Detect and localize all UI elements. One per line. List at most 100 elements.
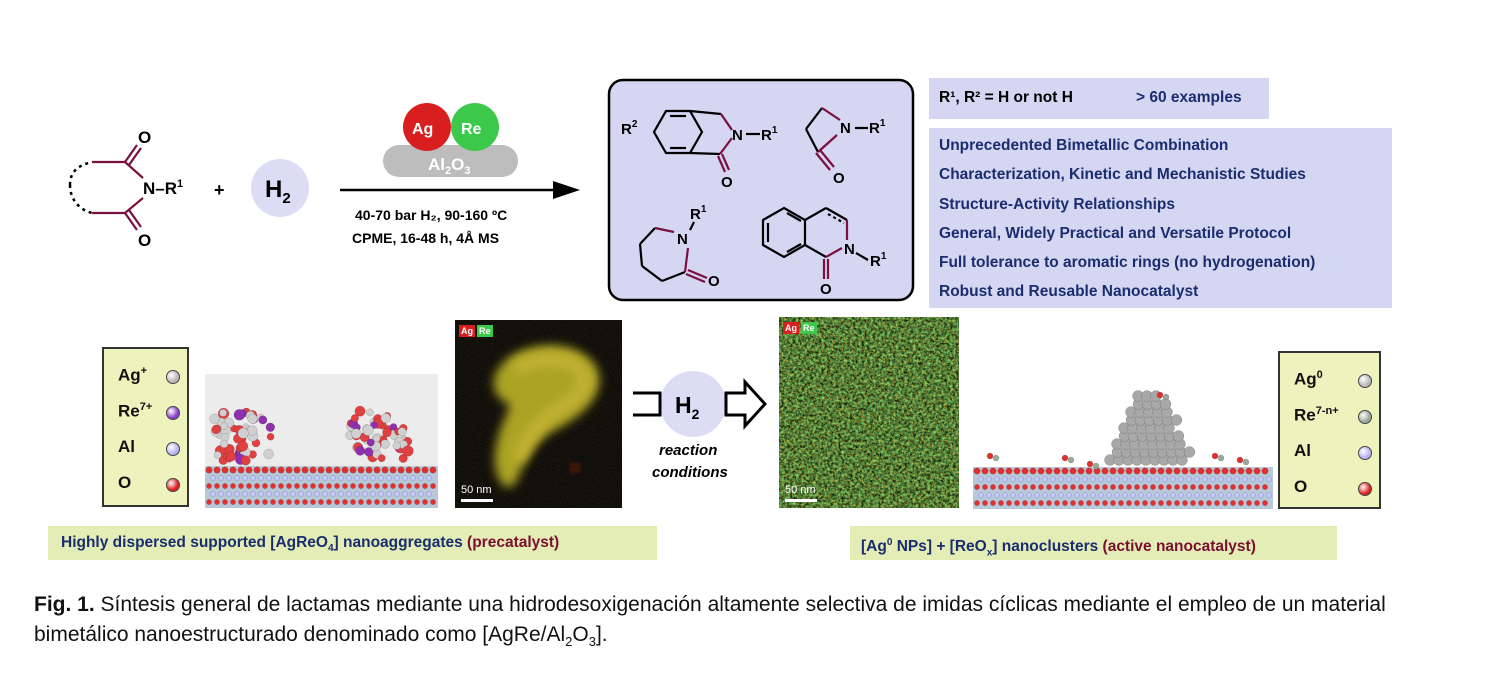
reactant-imide: [68, 144, 144, 231]
surface-atom: [1034, 492, 1040, 498]
surface-atom: [1022, 484, 1028, 490]
product-piperidinone: [638, 221, 708, 284]
product1-n: N: [732, 127, 743, 144]
surface-atom: [341, 466, 349, 474]
legend-item-ag: Ag0: [1280, 365, 1379, 395]
surface-atom: [997, 467, 1005, 475]
surface-atom: [1062, 500, 1068, 506]
surface-atom: [1190, 484, 1196, 490]
surface-atom: [373, 466, 381, 474]
surface-atom: [333, 466, 341, 474]
surface-atom: [382, 483, 388, 489]
surface-atom: [1106, 492, 1112, 498]
surface-atom: [306, 491, 312, 497]
surface-atom: [318, 499, 324, 505]
surface-atom: [1158, 484, 1164, 490]
surface-atom: [418, 491, 424, 497]
surface-atom: [1174, 484, 1180, 490]
surface-atom: [1221, 467, 1229, 475]
surface-atom: [1162, 476, 1168, 482]
surface-atom: [1018, 476, 1024, 482]
surface-atom: [350, 483, 356, 489]
cluster-atom: [366, 438, 375, 447]
surface-atom: [262, 499, 268, 505]
surface-atom: [1066, 492, 1072, 498]
surface-atom: [1258, 476, 1264, 482]
silver-atom: [1183, 446, 1196, 458]
surface-atom: [374, 499, 380, 505]
cluster-atom: [246, 425, 258, 436]
legend-symbol: Al: [118, 437, 135, 456]
surface-atom: [286, 483, 292, 489]
surface-atom: [1069, 467, 1077, 475]
surface-atom: [402, 475, 408, 481]
cluster-atom: [392, 441, 401, 450]
surface-atom: [354, 475, 360, 481]
micrograph-active-catalyst: Ag Re 50 nm: [779, 317, 959, 508]
figure-caption: Fig. 1. Síntesis general de lactamas med…: [34, 590, 1474, 657]
cluster-atom: [263, 448, 274, 460]
surface-atom: [986, 476, 992, 482]
surface-atom: [414, 483, 420, 489]
product1-r1: R1: [761, 125, 778, 144]
legend-charge: 0: [1316, 369, 1323, 381]
legend-symbol: O: [118, 473, 132, 492]
surface-atom: [402, 491, 408, 497]
surface-atom: [1162, 492, 1168, 498]
product-isoindolinone: [652, 109, 760, 173]
surface-atom: [1010, 492, 1016, 498]
surface-atom: [286, 499, 292, 505]
surface-atom: [238, 499, 244, 505]
surface-atom: [1146, 476, 1152, 482]
cluster-atom: [380, 439, 390, 449]
surface-atom: [1154, 476, 1160, 482]
surface-atom: [302, 483, 308, 489]
micro-tag-re: Re: [801, 322, 817, 334]
product1-r2: R2: [621, 119, 638, 138]
oxygen-atom: [1086, 460, 1094, 468]
surface-atom: [218, 491, 224, 497]
cluster-atom: [240, 455, 251, 466]
cluster-atom: [233, 409, 246, 421]
feature-item: General, Widely Practical and Versatile …: [939, 224, 1292, 242]
cluster-atom: [220, 422, 228, 431]
surface-atom: [1186, 492, 1192, 498]
surface-atom: [1085, 467, 1093, 475]
reactant-o-bottom: O: [138, 231, 151, 250]
micrograph-precatalyst-image: [455, 320, 622, 508]
surface-atom: [973, 467, 981, 475]
micro-tag-re: Re: [477, 325, 493, 337]
surface-atom: [229, 466, 237, 474]
surface-atom: [410, 491, 416, 497]
surface-atom: [253, 466, 261, 474]
caption-precatalyst: Highly dispersed supported [AgReO4] nano…: [48, 526, 657, 560]
surface-atom: [246, 499, 252, 505]
surface-atom: [358, 499, 364, 505]
surface-atom: [413, 466, 421, 474]
surface-atom: [326, 483, 332, 489]
surface-atom: [990, 500, 996, 506]
surface-atom: [210, 475, 216, 481]
surface-atom: [1002, 492, 1008, 498]
cluster-atom: [380, 413, 391, 424]
surface-atom: [1110, 500, 1116, 506]
micrograph-precatalyst: Ag Re 50 nm: [455, 320, 622, 508]
surface-atom: [381, 466, 389, 474]
caption-active-catalyst: [Ag0 NPs] + [ReOx] nanoclusters (active …: [850, 526, 1337, 560]
surface-atom: [309, 466, 317, 474]
cluster-atom: [389, 423, 398, 431]
surface-atom: [378, 491, 384, 497]
legend-symbol: O: [1294, 477, 1308, 496]
surface-atom: [293, 466, 301, 474]
surface-atom: [1134, 484, 1140, 490]
surface-atom: [1234, 476, 1240, 482]
caption-left-highlight: (precatalyst): [467, 534, 560, 551]
surface-atom: [302, 499, 308, 505]
surface-atom: [394, 475, 400, 481]
cluster-atom: [219, 408, 228, 417]
surface-atom: [406, 483, 412, 489]
surface-atom: [245, 466, 253, 474]
transform-arrow: [633, 371, 768, 437]
surface-atom: [1074, 492, 1080, 498]
surface-atom: [998, 500, 1004, 506]
